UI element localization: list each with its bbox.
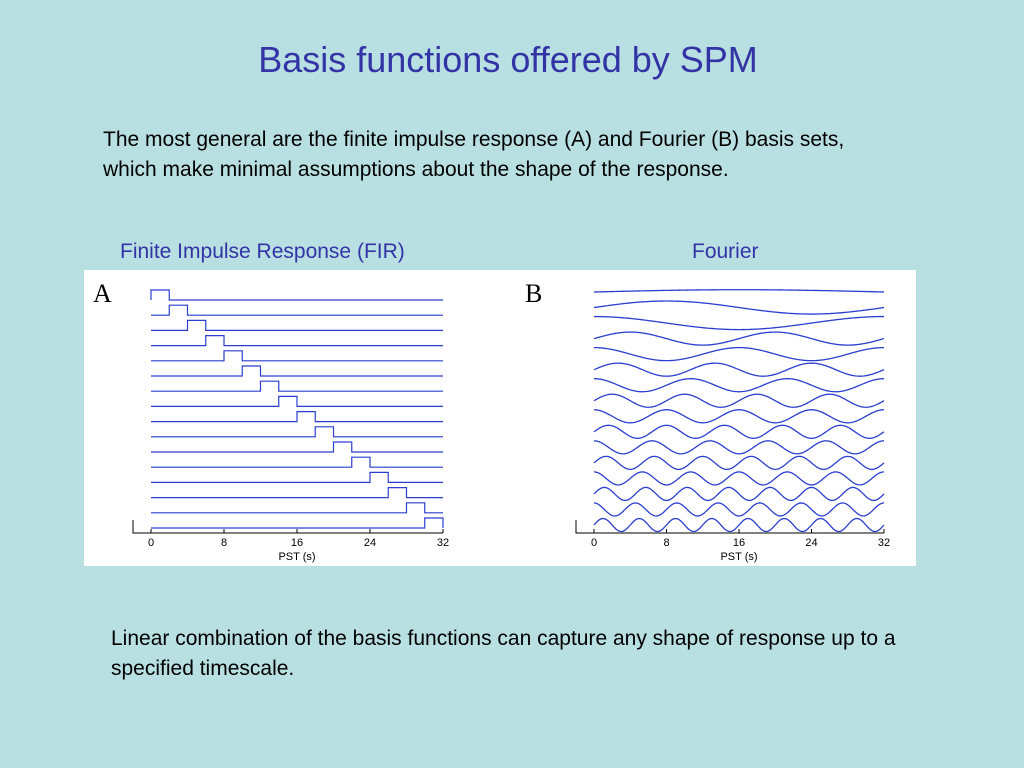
fir-basis-function	[151, 426, 443, 438]
fir-basis-function	[151, 350, 443, 362]
fir-x-axis-label: PST (s)	[278, 551, 315, 563]
fourier-basis-function	[593, 502, 885, 517]
fourier-basis-function	[593, 289, 885, 293]
fourier-basis-function	[593, 331, 885, 346]
fir-basis-function	[151, 319, 443, 331]
slide-title: Basis functions offered by SPM	[258, 39, 758, 80]
fir-panel-label: Finite Impulse Response (FIR)	[120, 240, 405, 263]
panel-letter-b: B	[525, 279, 542, 308]
fourier-tick-label: 24	[805, 537, 817, 549]
fourier-tick-label: 32	[878, 537, 890, 549]
fourier-basis-function	[593, 346, 885, 362]
intro-text: The most general are the finite impulse …	[103, 128, 845, 181]
fir-tick-label: 16	[291, 537, 303, 549]
panel-letter-a: A	[93, 279, 112, 308]
fourier-tick-label: 16	[733, 537, 745, 549]
fourier-tick-label: 0	[591, 537, 597, 549]
fir-tick-label: 0	[148, 537, 154, 549]
fir-basis-function	[151, 304, 443, 316]
fir-tick-label: 8	[221, 537, 227, 549]
fir-x-axis	[132, 520, 443, 534]
fir-basis-function	[151, 441, 443, 453]
fir-basis-function	[151, 487, 443, 499]
fourier-basis-function	[593, 378, 885, 393]
fir-basis-function	[151, 517, 444, 529]
fir-basis-function	[150, 289, 443, 301]
fourier-x-axis	[575, 520, 884, 534]
fourier-basis-function	[593, 409, 885, 424]
fir-basis-function	[151, 502, 443, 514]
fir-basis-function	[151, 395, 443, 407]
fir-basis-function	[151, 380, 443, 392]
fir-tick-label: 32	[437, 537, 449, 549]
fourier-basis-function	[593, 315, 885, 331]
fourier-basis-function	[593, 424, 885, 439]
fourier-basis-function	[593, 517, 885, 533]
fir-basis-function	[151, 411, 443, 423]
fourier-x-axis-label: PST (s)	[720, 551, 757, 563]
fir-basis-function	[151, 365, 443, 377]
outro-text: Linear combination of the basis function…	[111, 627, 896, 680]
fourier-panel-label: Fourier	[692, 240, 759, 263]
fourier-basis-function	[593, 362, 885, 377]
fourier-basis-function	[593, 300, 885, 315]
fir-basis-function	[151, 471, 443, 483]
fourier-basis-function	[593, 440, 885, 455]
fourier-basis-function	[593, 393, 885, 408]
fir-basis-function	[151, 456, 443, 468]
fourier-tick-label: 8	[663, 537, 669, 549]
fir-basis-function	[151, 335, 443, 347]
fir-tick-label: 24	[364, 537, 376, 549]
fourier-basis-function	[593, 486, 885, 502]
fourier-basis-function	[593, 471, 885, 486]
fourier-basis-function	[593, 455, 885, 471]
